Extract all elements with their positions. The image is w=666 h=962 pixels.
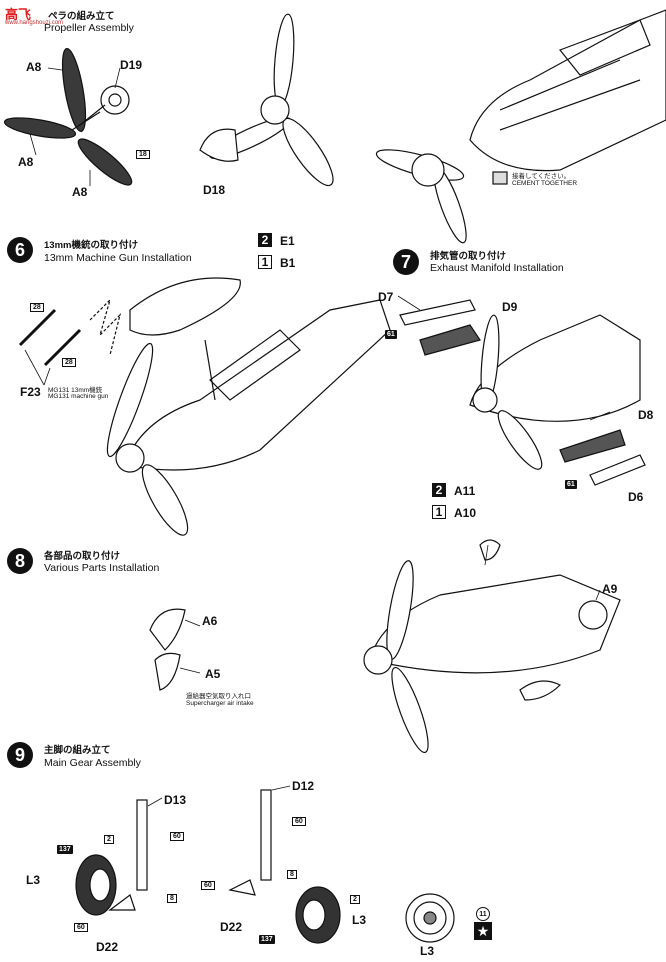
gear-right (228, 789, 341, 944)
runner-tag-60-d: 60 (201, 881, 215, 890)
gear-left (75, 799, 148, 916)
cement-note-en: CEMENT TOGETHER (512, 180, 578, 187)
step6-title-jp: 13mm機銃の取り付け (44, 240, 138, 251)
step8-title-en: Various Parts Installation (44, 562, 160, 574)
part-a11: A11 (454, 484, 476, 498)
propeller-exploded (3, 48, 133, 186)
step9-title-jp: 主脚の組み立て (44, 745, 111, 756)
cement-note: 接着してください。 CEMENT TOGETHER (512, 170, 577, 187)
runner-tag-60-a: 60 (170, 832, 184, 841)
fuselage-step5 (375, 9, 666, 244)
step7-number: 7 (393, 249, 419, 275)
leader-lines (24, 67, 611, 807)
part-d13: D13 (164, 793, 187, 807)
step5-title-en: Propeller Assembly (44, 22, 134, 34)
part-b1: B1 (280, 256, 296, 270)
intake-note-en: Supercharger air intake (186, 700, 254, 707)
part-l3-left: L3 (26, 873, 41, 887)
runner-tag-28-a: 28 (30, 303, 44, 312)
runner-tag-60-c: 60 (292, 817, 306, 826)
part-l3-right: L3 (352, 913, 367, 927)
fuselage-step6 (106, 299, 391, 536)
step5-title-jp: ペラの組み立て (48, 11, 115, 22)
wheel-decal (405, 893, 455, 943)
runner-tag-61-a: 61 (385, 330, 397, 339)
fuselage-step8 (363, 539, 621, 754)
option-1-badge-step7: 1 (432, 505, 446, 519)
step6-title-en: 13mm Machine Gun Installation (44, 252, 192, 264)
runner-tag-137-a: 137 (57, 845, 73, 854)
intake-note-jp: 過給器空気取り入れ口 (186, 693, 251, 700)
part-d12: D12 (292, 779, 315, 793)
fuselage-step7 (469, 314, 641, 470)
part-d8: D8 (638, 408, 654, 422)
propeller-assembled (199, 13, 334, 187)
watermark-logo: 高飞 (5, 7, 32, 22)
runner-tag-8-b: 8 (287, 870, 297, 879)
mg131-note-en: MG131 machine gun (48, 393, 109, 400)
step7-title-en: Exhaust Manifold Installation (430, 262, 564, 274)
part-d22-right: D22 (220, 920, 243, 934)
part-f23: F23 (20, 385, 41, 399)
step9-title-en: Main Gear Assembly (44, 757, 141, 769)
runner-tag-137-b: 137 (259, 935, 275, 944)
exhaust-parts (399, 299, 646, 486)
part-d22-left: D22 (96, 940, 119, 954)
option-2-badge: 2 (258, 233, 272, 247)
step8-title-jp: 各部品の取り付け (44, 551, 121, 562)
part-d19: D19 (120, 58, 143, 72)
part-a8-bottom: A8 (72, 185, 88, 199)
watermark-site: www.hangshouzi.com (5, 20, 64, 26)
cement-note-jp: 接着してください。 (512, 173, 571, 180)
runner-tag-61-b: 61 (565, 480, 577, 489)
part-a5: A5 (205, 667, 221, 681)
runner-tag-2-a: 2 (104, 835, 114, 844)
part-d7: D7 (378, 290, 394, 304)
mg131-note-jp: MG131 13mm機銃 (48, 387, 103, 394)
gun-parts (18, 277, 241, 367)
part-a8-top: A8 (26, 60, 42, 74)
option-2-badge-step7: 2 (432, 483, 446, 497)
part-a6: A6 (202, 614, 218, 628)
runner-tag-60-b: 60 (74, 923, 88, 932)
part-a9: A9 (602, 582, 618, 596)
runner-tag-2-b: 2 (350, 895, 360, 904)
runner-tag-8-a: 8 (167, 894, 177, 903)
step6-number: 6 (7, 237, 33, 263)
step7-title-jp: 排気管の取り付け (430, 251, 507, 262)
part-a10: A10 (454, 506, 477, 520)
part-d9: D9 (502, 300, 518, 314)
step9-number: 9 (7, 742, 33, 768)
part-e1: E1 (280, 234, 295, 248)
part-d6: D6 (628, 490, 644, 504)
intake-parts (149, 608, 186, 691)
option-1-badge: 1 (258, 255, 272, 269)
part-d18: D18 (203, 183, 226, 197)
runner-tag-18: 18 (136, 150, 150, 159)
step8-number: 8 (7, 548, 33, 574)
runner-tag-28-b: 28 (62, 358, 76, 367)
part-a8-left: A8 (18, 155, 34, 169)
decal-number-11: 11 (476, 907, 490, 921)
decal-star-icon: ★ (474, 922, 492, 940)
part-l3-decal: L3 (420, 944, 435, 958)
